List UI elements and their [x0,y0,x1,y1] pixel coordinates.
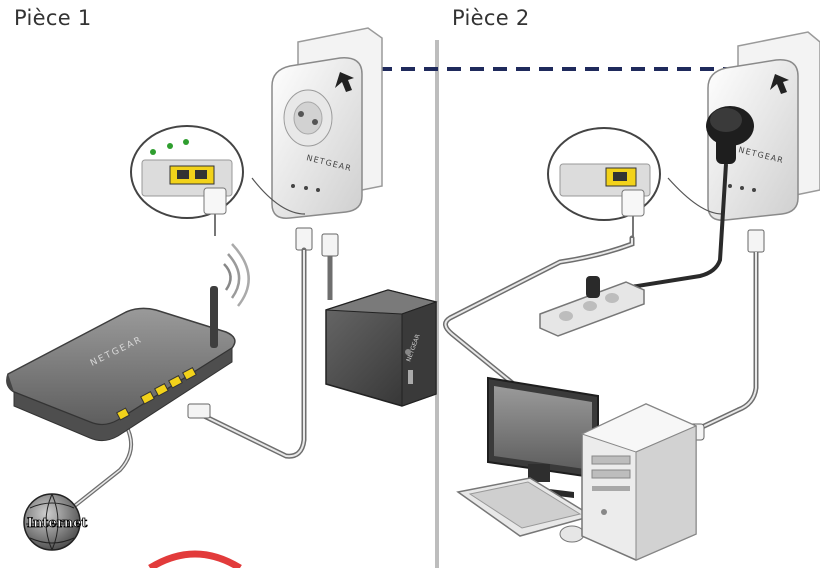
room-1-label: Pièce 1 [14,6,92,30]
ethernet-cable-adapter-to-pc [698,252,759,431]
ethernet-plugs-room1 [295,227,339,257]
led-icon [316,188,320,192]
ethernet-plug-icon [621,189,645,217]
powerline-adapter-room1: NETGEAR [271,57,363,219]
computer-monitor [487,376,599,498]
router-antenna [210,286,218,348]
router-lan-port [140,390,155,405]
led-icon [740,186,744,190]
power-led-icon [150,149,156,155]
router-lan-port [154,382,169,397]
ethernet-plug-icon [187,403,211,419]
black-power-plug [706,106,754,164]
wifi-signal-icon [223,263,232,291]
router-lan-port [182,366,197,381]
ethernet-plug-icon [203,187,227,215]
arrow-icon [335,72,354,92]
led-icon [728,184,732,188]
powerline-adapter-room2: NETGEAR [706,59,799,221]
ethernet-port-zoom [169,165,215,185]
power-cable [611,163,728,292]
power-strip [539,276,645,337]
mouse [559,525,585,543]
ethernet-led-icon [167,143,173,149]
led-icon [304,186,308,190]
ethernet-plug-icon [747,229,765,253]
arrow-icon [770,74,789,94]
router-lan-port [168,374,183,389]
nas-power-button-icon [405,349,411,355]
room-2-label: Pièce 2 [452,6,530,30]
computer-tower [580,403,698,561]
internet-label: Internet [27,516,87,531]
internet-globe: Internet [23,493,88,551]
router-wan-port [116,407,130,421]
red-highlight-arc [148,550,242,568]
zoom-detail-room1 [130,125,306,236]
led-icon [291,184,295,188]
led-icon [752,188,756,192]
zoom-detail-room2 [547,127,723,238]
powerline-led-icon [183,139,189,145]
router: NETGEAR [6,243,250,442]
pc-power-button-icon [601,509,607,515]
network-storage-device: NETGEAR [325,289,438,407]
